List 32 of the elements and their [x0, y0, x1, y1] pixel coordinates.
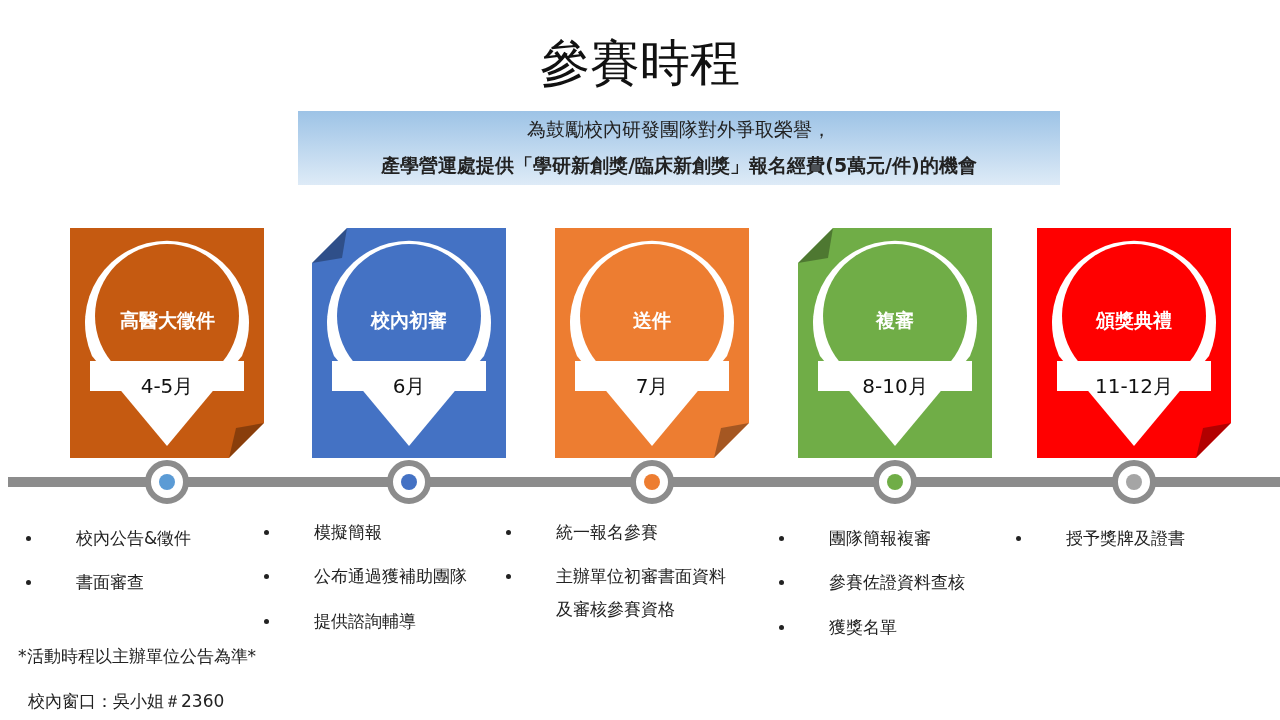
note-text: 校內窗口：吳小姐＃2360: [28, 690, 225, 713]
date-label: 11-12月: [1093, 373, 1175, 400]
list-item: 參賽佐證資料查核: [829, 572, 965, 593]
date-label: 4-5月: [139, 373, 195, 400]
stage-name: 高醫大徵件: [118, 308, 216, 333]
list-item: 統一報名參賽: [556, 522, 658, 542]
list-item: 授予獎牌及證書: [1066, 528, 1185, 548]
list-item: 團隊簡報複審: [829, 528, 931, 548]
banner-text: 產學營運處提供「學研新創獎/臨床新創獎」報名經費(5萬元/件)的機會: [380, 153, 978, 178]
milestone-card: [1037, 228, 1231, 458]
list-item: 書面審查: [76, 572, 144, 593]
milestone-card: [555, 228, 749, 458]
date-label: 6月: [391, 373, 427, 400]
list-item: 校內公告&徵件: [76, 528, 192, 548]
stage-name: 頒獎典禮: [1095, 308, 1173, 333]
banner-text: 為鼓勵校內研發團隊對外爭取榮譽，: [526, 117, 832, 142]
title: 參賽時程: [539, 33, 741, 94]
list-item: 模擬簡報: [314, 522, 382, 542]
date-label: 8-10月: [861, 373, 929, 400]
milestone-card: [798, 228, 992, 458]
stage-name: 送件: [632, 308, 672, 333]
stage-name: 複審: [874, 308, 915, 333]
note-text: *活動時程以主辦單位公告為準*: [18, 645, 256, 668]
milestone-card: [312, 228, 506, 458]
milestone-card: [70, 228, 264, 458]
list-item: 主辦單位初審書面資料及審核參賽資格: [556, 566, 726, 619]
list-item: 公布通過獲補助團隊: [314, 566, 467, 587]
date-label: 7月: [634, 373, 670, 400]
list-item: 獲獎名單: [829, 616, 897, 637]
list-item: 提供諮詢輔導: [314, 610, 416, 631]
stage-name: 校內初審: [369, 308, 448, 333]
banner: [298, 111, 1060, 185]
